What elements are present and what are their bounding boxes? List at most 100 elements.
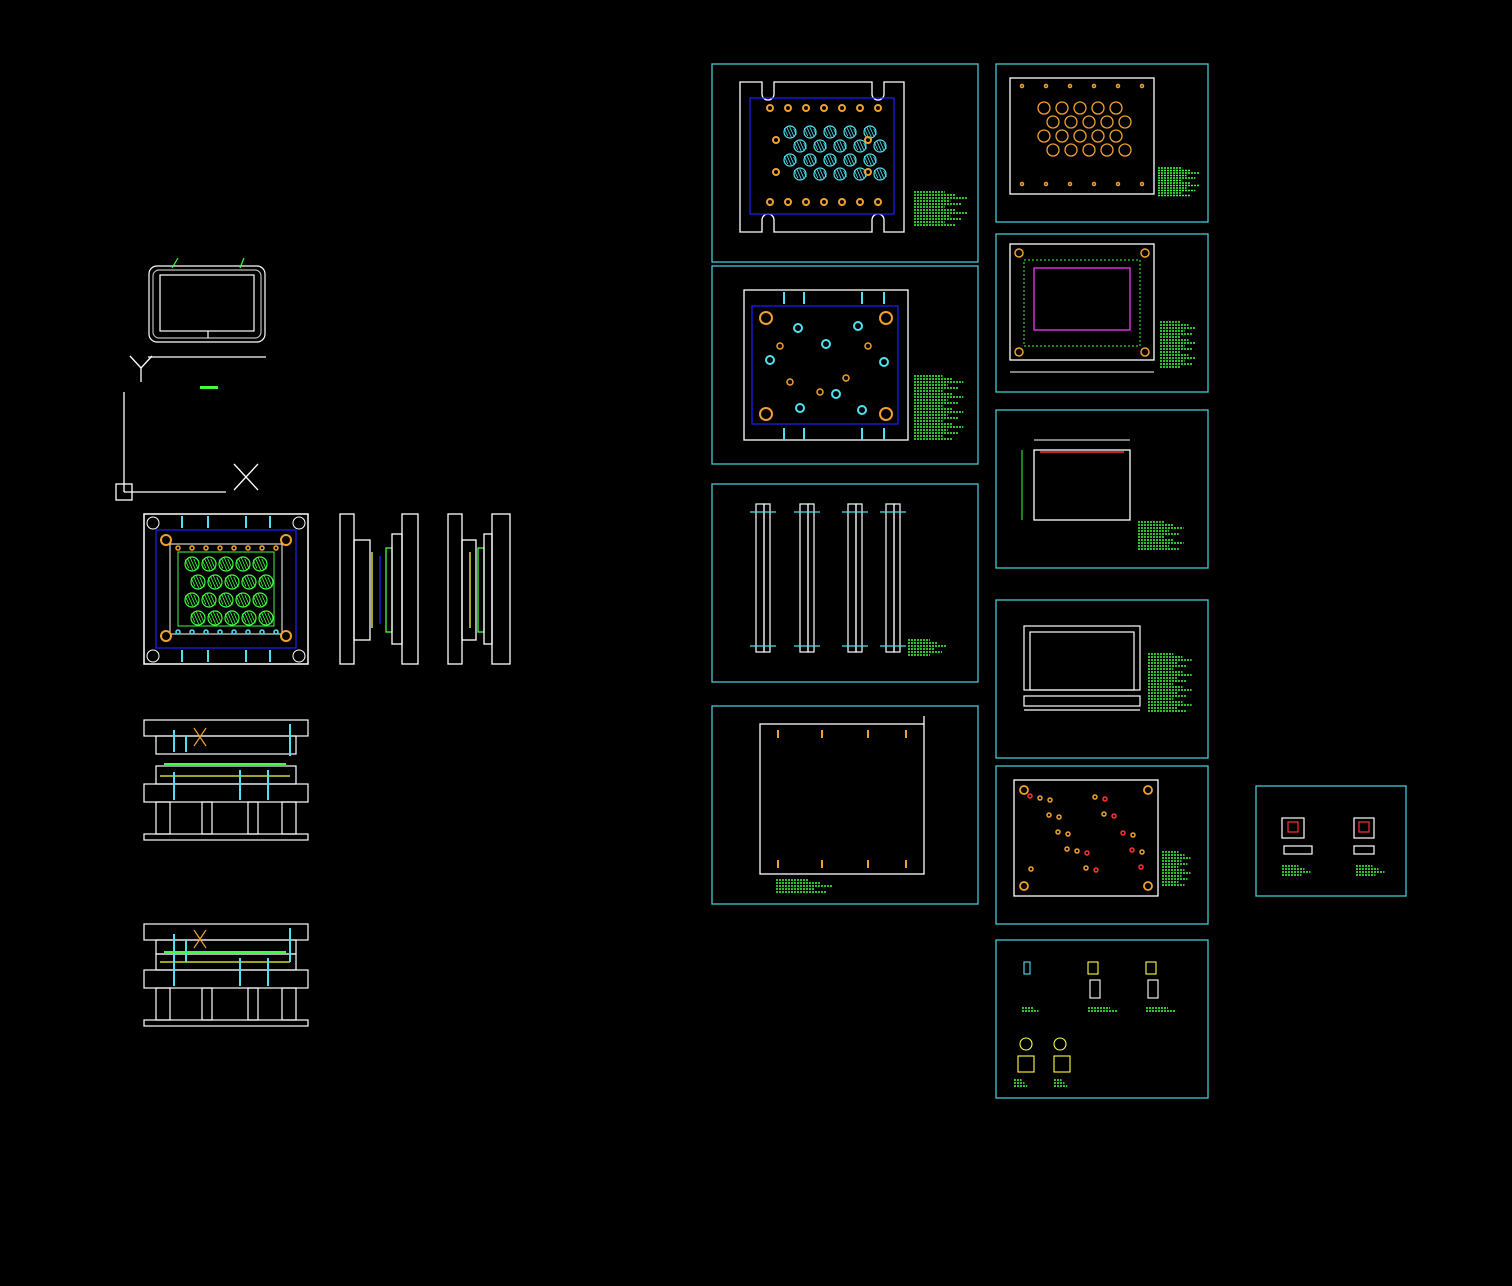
hole: [833, 167, 847, 181]
hole: [218, 556, 234, 572]
hole: [1109, 129, 1123, 143]
hole: [1130, 832, 1136, 838]
hole: [1115, 181, 1121, 187]
hole: [231, 629, 237, 635]
hole: [280, 534, 292, 546]
mold-section-view-2[interactable]: [143, 923, 309, 1027]
hole: [245, 629, 251, 635]
hole: [1046, 143, 1060, 157]
hole: [184, 592, 200, 608]
hole: [1100, 115, 1114, 129]
hole: [1120, 830, 1126, 836]
hole: [224, 610, 240, 626]
hole: [786, 378, 794, 386]
hole: [203, 545, 209, 551]
hole: [217, 545, 223, 551]
hole: [1092, 794, 1098, 800]
hole: [1091, 101, 1105, 115]
hole: [1118, 115, 1132, 129]
mold-side-view-2[interactable]: [447, 513, 511, 665]
hole: [1037, 795, 1043, 801]
hole: [816, 388, 824, 396]
hole: [1055, 101, 1069, 115]
mold-assembly-plan-view[interactable]: [143, 513, 309, 665]
hole: [1028, 866, 1034, 872]
hole: [1046, 812, 1052, 818]
hole: [823, 153, 837, 167]
hole: [259, 629, 265, 635]
hole: [1027, 793, 1033, 799]
hole: [873, 139, 887, 153]
hole: [793, 323, 803, 333]
hole: [820, 198, 828, 206]
sheet-frame-10[interactable]: [995, 939, 1209, 1099]
hole: [1109, 101, 1123, 115]
hole: [879, 357, 889, 367]
hole: [245, 545, 251, 551]
hole: [838, 104, 846, 112]
hole: [1043, 181, 1049, 187]
hole: [1065, 831, 1071, 837]
hole: [175, 629, 181, 635]
hole: [795, 403, 805, 413]
hole: [1019, 785, 1029, 795]
sheet-frame-8[interactable]: [995, 599, 1209, 759]
hole: [879, 407, 893, 421]
hole: [207, 610, 223, 626]
hole: [189, 629, 195, 635]
hole: [803, 125, 817, 139]
hole: [1067, 181, 1073, 187]
hole: [1083, 865, 1089, 871]
sheet-frame-5[interactable]: [995, 63, 1209, 223]
hole: [160, 534, 172, 546]
sheet-5-hole-plate: [1009, 77, 1155, 195]
mold-side-view-1[interactable]: [339, 513, 419, 665]
hole: [874, 198, 882, 206]
product-outline-view[interactable]: [148, 257, 266, 389]
hole: [175, 545, 181, 551]
sheet-frame-7[interactable]: [995, 409, 1209, 569]
sheet-frame-4[interactable]: [711, 705, 979, 905]
hole: [784, 198, 792, 206]
hole: [857, 405, 867, 415]
hole: [1055, 829, 1061, 835]
hole: [874, 104, 882, 112]
sheet-8-insert-detail: [1023, 625, 1141, 711]
hole: [1064, 115, 1078, 129]
hole: [856, 198, 864, 206]
hole: [224, 574, 240, 590]
hole: [1138, 864, 1144, 870]
hole: [856, 104, 864, 112]
hole: [1082, 115, 1096, 129]
sheet-frame-11[interactable]: [1255, 785, 1407, 897]
sheet-6-insert-plate: [1009, 243, 1155, 373]
sheet-frame-2[interactable]: [711, 265, 979, 465]
hole: [252, 556, 268, 572]
hole: [235, 556, 251, 572]
hole: [241, 610, 257, 626]
hole: [820, 104, 828, 112]
hole: [843, 125, 857, 139]
sheet-frame-6[interactable]: [995, 233, 1209, 393]
hole: [831, 389, 841, 399]
hole: [864, 136, 872, 144]
hole: [864, 342, 872, 350]
hole: [873, 167, 887, 181]
hole: [1084, 850, 1090, 856]
hole: [803, 153, 817, 167]
hole: [813, 139, 827, 153]
ucs-axis-icon: [115, 355, 259, 501]
hole: [766, 198, 774, 206]
mold-section-view-1[interactable]: [143, 719, 309, 841]
hole: [1019, 83, 1025, 89]
hole: [259, 545, 265, 551]
sheet-1-cavity-plate: [739, 81, 905, 233]
sheet-10-small-parts: [1017, 961, 1159, 1073]
hole: [273, 545, 279, 551]
hole: [1091, 83, 1097, 89]
hole: [793, 139, 807, 153]
sheet-frame-1[interactable]: [711, 63, 979, 263]
sheet-frame-9[interactable]: [995, 765, 1209, 925]
sheet-frame-3[interactable]: [711, 483, 979, 683]
